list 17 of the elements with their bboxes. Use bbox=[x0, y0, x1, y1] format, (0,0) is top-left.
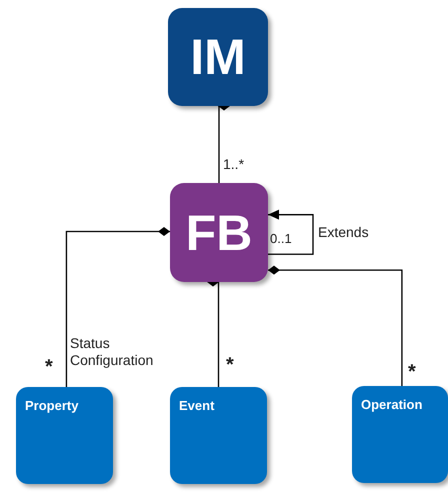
class-box bbox=[168, 8, 268, 106]
class-box bbox=[170, 387, 267, 484]
connector bbox=[268, 210, 314, 255]
multiplicity-label: 0..1 bbox=[270, 232, 292, 245]
connector bbox=[66, 227, 170, 387]
class-name: FB bbox=[186, 208, 252, 258]
class-name: IM bbox=[190, 32, 246, 82]
class-name: Property bbox=[25, 399, 78, 412]
connector bbox=[268, 266, 403, 386]
class-box bbox=[352, 386, 448, 483]
class-box bbox=[16, 387, 113, 484]
multiplicity-label: * bbox=[45, 357, 53, 377]
class-name: Event bbox=[179, 399, 214, 412]
multiplicity-label: * bbox=[226, 355, 234, 375]
multiplicity-label: * bbox=[408, 362, 416, 382]
class-box bbox=[170, 183, 268, 282]
class-name: Operation bbox=[361, 398, 422, 411]
